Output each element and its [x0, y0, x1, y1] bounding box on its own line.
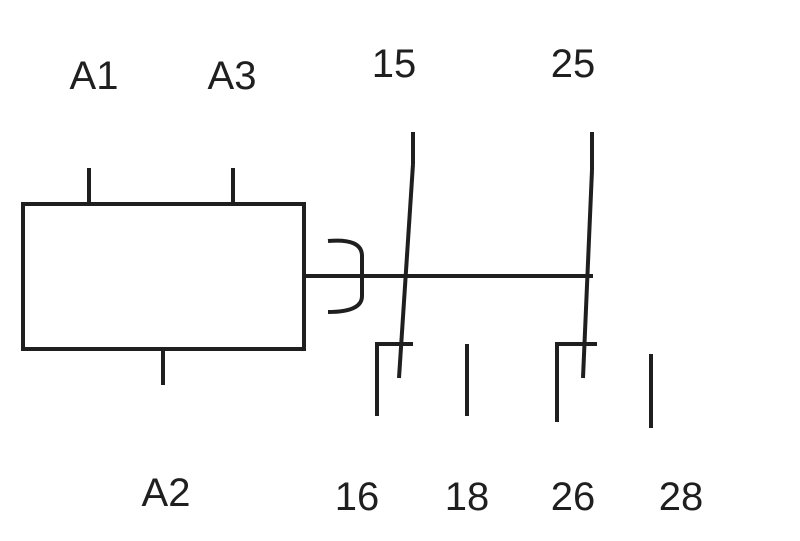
- label-25: 25: [550, 42, 596, 86]
- nc-contact-16: [375, 342, 413, 416]
- label-a3: A3: [207, 54, 257, 98]
- label-28: 28: [658, 475, 704, 519]
- label-a1: A1: [69, 54, 119, 98]
- label-a2: A2: [141, 471, 191, 515]
- nc-contact-26: [555, 342, 597, 422]
- label-15: 15: [371, 42, 417, 86]
- label-18: 18: [444, 475, 490, 519]
- relay-coil: [21, 202, 306, 351]
- label-16: 16: [334, 475, 380, 519]
- label-26: 26: [550, 475, 596, 519]
